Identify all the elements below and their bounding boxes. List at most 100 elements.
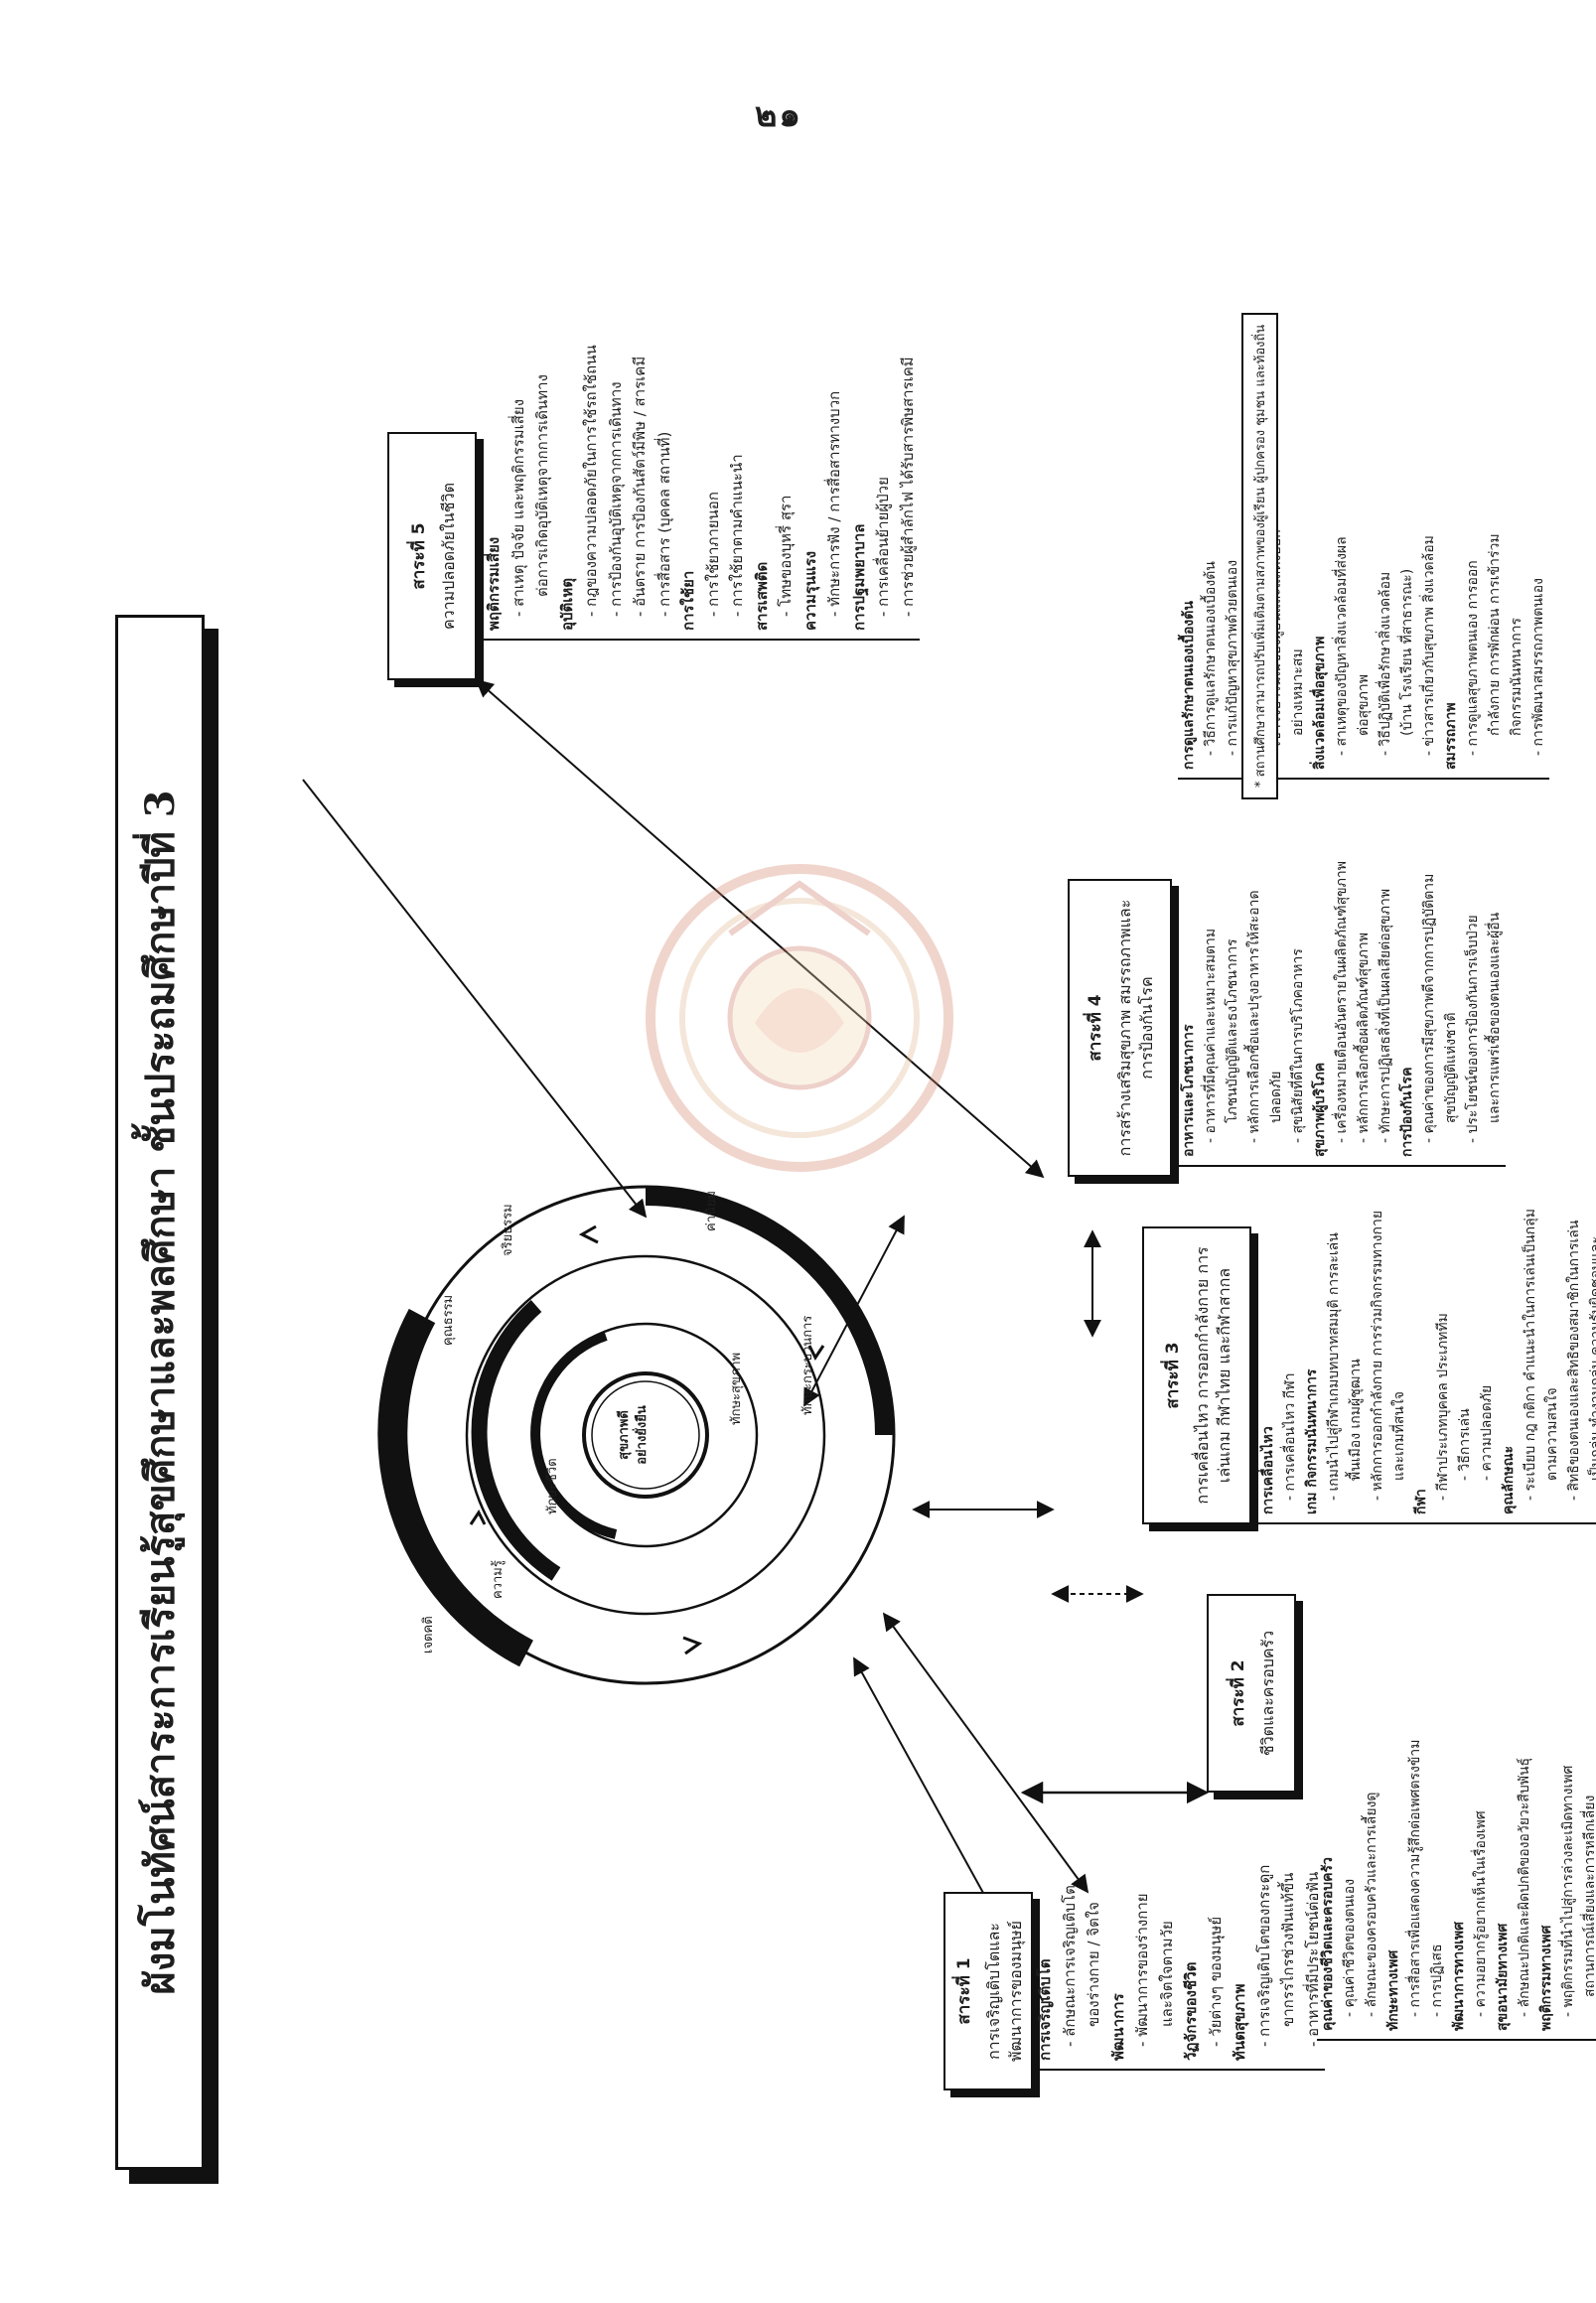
list-heading: การดูแลรักษาตนเองเบื้องต้น [1181, 601, 1197, 770]
list-item: - หลักการออกกำลังกาย การร่วมกิจกรรมทางกา… [1370, 1210, 1385, 1501]
list-item: - สาเหตุ ปัจจัย และพฤติกรรมเสี่ยง [508, 398, 527, 617]
ring-label-knowledge: ความรู้ [491, 1560, 506, 1599]
list-item: อย่างเหมาะสม [1290, 648, 1306, 736]
list-item: - ลักษณะการเจริญเติบโต [1060, 1885, 1079, 2047]
list-item: - หลักการเลือกซื้อและปรุงอาหารให้สะอาด [1246, 890, 1262, 1143]
topic-1-name: การเจริญเติบโตและพัฒนาการของมนุษย์ [983, 1921, 1025, 2062]
list-item: - กฎของความปลอดภัยในการใช้รถใช้ถนน [582, 345, 600, 617]
list-item: - สาเหตุของปัญหาสิ่งแวดล้อมที่ส่งผล [1334, 536, 1350, 756]
topic-1-head: สาระที่ 1 [953, 1957, 974, 2025]
topic-box-1: สาระที่ 1 การเจริญเติบโตและพัฒนาการของมน… [943, 1892, 1033, 2090]
concept-map-sheet: สุขภาพดี อย่างยั่งยืน ทักษะชีวิต ทักษะสุ… [89, 174, 1596, 2210]
list-item: - อาหารที่มีคุณค่าและเหมาะสมตาม [1203, 928, 1219, 1143]
list-heading: อุบัติเหตุ [557, 577, 576, 631]
list-item: - วิธีการเล่น [1457, 1408, 1473, 1481]
list-item: ของร่างกาย / จิตใจ [1085, 1902, 1102, 2027]
list-item: - การเคลื่อนย้ายผู้ป่วย [874, 477, 892, 617]
list-item: - กีฬาประเภทบุคคล ประเภททีม [1435, 1313, 1451, 1501]
list-item: - วิธีการดูแลรักษาตนเองเบื้องต้น [1203, 561, 1219, 756]
topic-2-name: ชีวิตและครอบครัว [1257, 1630, 1277, 1757]
list-heading: คุณค่าของชีวิตและครอบครัว [1320, 1857, 1336, 2031]
list-heading: คุณลักษณะ [1501, 1445, 1517, 1514]
list-heading: สมรรถภาพ [1443, 702, 1459, 770]
list-item: - ความอยากรู้อยากเห็นในเรื่องเพศ [1473, 1810, 1489, 2017]
list-heading: ทักษะทางเพศ [1385, 1949, 1401, 2031]
list-item: ขากรรไกรช่วงฟันแท้ขึ้น [1279, 1872, 1297, 2027]
ring-label-health-skill: ทักษะสุขภาพ [729, 1352, 744, 1425]
list-item: - การสื่อสาร (บุคคล สถานที่) [654, 431, 673, 617]
list-item: - การสื่อสารเพื่อแสดงความรู้สึกต่อเพศตรง… [1407, 1739, 1423, 2017]
topic-1-list: การเจริญเติบโต - ลักษณะการเจริญเติบโต ของร… [1033, 1864, 1325, 2071]
page-number: ๒๑ [755, 95, 802, 135]
list-item: - คุณค่าของการมีสุขภาพดีจากการปฏิบัติตาม [1421, 873, 1437, 1143]
map-title: ผังมโนทัศน์สาระการเรียนรู้สุขศึกษาและพลศ… [115, 615, 205, 2170]
topic-3-list: การเคลื่อนไหว- การเคลื่อนไหว กีฬาเกม กิจ… [1257, 1209, 1596, 1524]
list-item: และจิตใจตามวัย [1157, 1921, 1176, 2027]
topic-3-head: สาระที่ 3 [1162, 1342, 1183, 1409]
topic-5-head: สาระที่ 5 [408, 522, 429, 590]
ring-label-values: ค่านิยม [704, 1190, 719, 1231]
list-heading: พฤติกรรมเสี่ยง [485, 536, 503, 631]
ring-label-life-skill: ทักษะชีวิต [545, 1458, 560, 1514]
link-t2 [882, 1612, 1089, 1894]
list-item: - เกมนำไปสู่กีฬาเกมบทบาทสมมุติ การละเล่น [1326, 1232, 1342, 1501]
list-heading: พัฒนาการ [1108, 1993, 1127, 2061]
core-circles [377, 1185, 896, 1685]
topic-2-list: คุณค่าของชีวิตและครอบครัว - คุณค่าชีวิตขอ… [1317, 1739, 1596, 2041]
link-t5-t4 [475, 678, 1045, 1179]
list-item: สุขบัญญัติแห่งชาติ [1443, 1012, 1459, 1124]
list-item: - ลักษณะของครอบครัวและการเลี้ยงดู [1364, 1792, 1379, 2017]
ring-label-moral: คุณธรรม [441, 1294, 456, 1346]
list-heading: สุขอนามัยทางเพศ [1495, 1923, 1511, 2031]
list-item: - สิทธิของตนเองและสิทธิของสมาชิกในการเล่… [1566, 1220, 1582, 1501]
list-item: - พฤติกรรมที่นำไปสู่การล่วงละเมิดทางเพศ [1560, 1765, 1576, 2017]
footnote: * สถานศึกษาสามารถปรับเพิ่มเติมตามสภาพของ… [1241, 312, 1278, 799]
list-item: ตามความสนใจ [1544, 1387, 1560, 1481]
list-item: ต่อการเกิดอุบัติเหตุจากการเดินทาง [533, 374, 551, 597]
list-heading: พัฒนาการทางเพศ [1451, 1922, 1467, 2031]
list-heading: สุขภาพผู้บริโภค [1312, 1062, 1328, 1157]
list-item: พื้นเมือง เกมผู้ชุฒาน [1348, 1359, 1364, 1481]
list-item: - หลักการเลือกซื้อผลิตภัณฑ์สุขภาพ [1356, 933, 1372, 1143]
list-item: และเกมที่สนใจ [1391, 1391, 1407, 1481]
list-item: - ระเบียบ กฎ กติกา คำแนะนำในการเล่นเป็นก… [1523, 1209, 1538, 1501]
list-item: กำลังกาย การพักผ่อน การเข้าร่วม [1487, 533, 1503, 736]
list-item: - การช่วยผู้สำลักไฟ ได้รับสารพิษสารเคมี [898, 357, 917, 617]
list-item: - ทักษะการฟัง / การสื่อสารทางบวก [825, 390, 843, 617]
list-heading: ทันตสุขภาพ [1231, 1983, 1248, 2062]
topic-2-head: สาระที่ 2 [1228, 1659, 1248, 1727]
list-heading: ความรุนแรง [800, 550, 819, 631]
list-heading: การใช้ยา [679, 570, 697, 631]
list-item: - วัยต่างๆ ของมนุษย์ [1206, 1916, 1225, 2047]
list-item: - ทักษะการปฏิเสธสิ่งที่เป็นผลเสียต่อสุขภ… [1378, 888, 1393, 1143]
list-item: - ข่าวสารเกี่ยวกับสุขภาพ สิ่งแวดล้อม [1421, 535, 1437, 756]
topic-box-2: สาระที่ 2 ชีวิตและครอบครัว [1207, 1594, 1296, 1793]
list-heading: อาหารและโภชนาการ [1181, 1024, 1197, 1157]
list-item: - การแก้ปัญหาสุขภาพด้วยตนเอง [1225, 559, 1240, 756]
list-item: - คุณค่าชีวิตของตนเอง [1342, 1878, 1358, 2017]
topic-box-5: สาระที่ 5 ความปลอดภัยในชีวิต [387, 432, 477, 680]
ring-label-ethics: จริยธรรม [501, 1204, 515, 1256]
list-item: - อันตราย การป้องกันสัตว์มีพิษ / สารเคมี [631, 356, 649, 617]
list-item: - การป้องกันอุบัติเหตุจากการเดินทาง [606, 381, 625, 617]
list-item: สถานการณ์เสี่ยงและการหลีกเลี่ยง [1582, 1795, 1596, 1997]
list-heading: สิ่งแวดล้อมเพื่อสุขภาพ [1312, 636, 1328, 770]
list-item: (บ้าน โรงเรียน ที่สาธารณะ) [1399, 568, 1415, 736]
list-item: และการแพร่เชื้อของตนเองและผู้อื่น [1487, 912, 1503, 1123]
core-label: สุขภาพดี อย่างยั่งยืน [617, 1405, 650, 1465]
list-heading: วัฏจักรของชีวิต [1182, 1961, 1200, 2061]
list-item: - การใช้ยาภายนอก [703, 492, 722, 617]
list-item: - การดูแลสุขภาพตนเอง การออก [1465, 560, 1481, 756]
list-heading: สารเสพติด [752, 561, 771, 631]
ring-label-process-skill: ทักษะกระบวนการ [800, 1315, 815, 1415]
topic-4-name: การสร้างเสริมสุขภาพ สมรรถภาพและการป้องกั… [1115, 899, 1156, 1157]
list-item: - พัฒนาการของร่างกาย [1133, 1893, 1151, 2047]
list-item: ต่อสุขภาพ [1356, 674, 1372, 736]
topic-4-list-b: การดูแลรักษาตนเองเบื้องต้น - วิธีการดูแลร… [1178, 529, 1549, 780]
list-item: - ความปลอดภัย [1479, 1384, 1495, 1481]
list-heading: การเจริญเติบโต [1036, 1958, 1054, 2061]
list-item: - การใช้ยาตามคำแนะนำ [728, 454, 746, 617]
list-item: - ลักษณะปกติและผิดปกติของอวัยวะสืบพันธุ์ [1517, 1757, 1532, 2017]
connector-lines [302, 678, 1210, 2002]
